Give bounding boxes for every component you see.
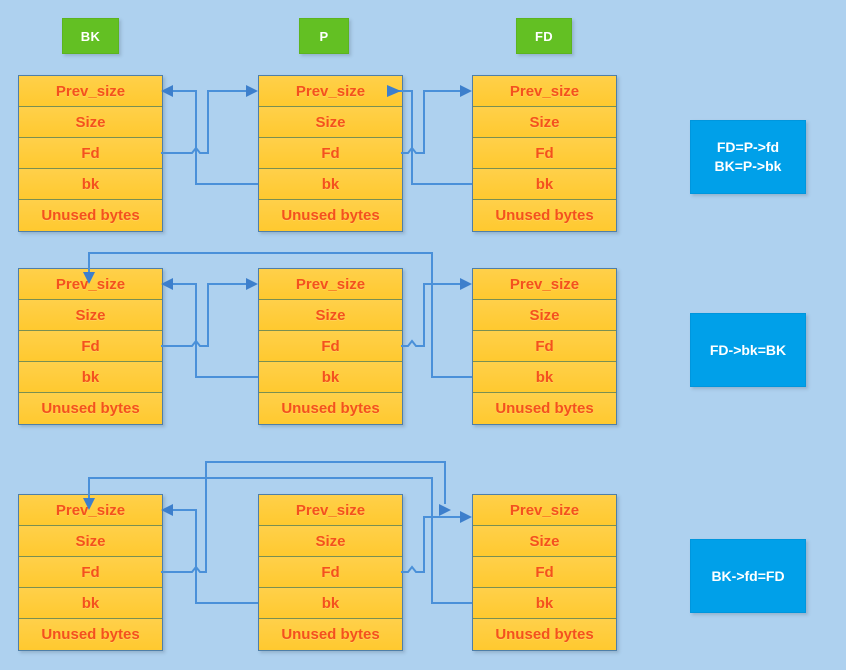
chunk-field-fd: Fd — [259, 138, 402, 169]
chunk-field-fd: Fd — [473, 138, 616, 169]
chunk-field-unused-bytes: Unused bytes — [473, 619, 616, 650]
chunk-field-prev-size: Prev_size — [259, 76, 402, 107]
note-row2-line1: FD->bk=BK — [709, 341, 787, 358]
row3-fd-chunk: Prev_size Size Fd bk Unused bytes — [472, 494, 617, 651]
chunk-field-prev-size: Prev_size — [473, 495, 616, 526]
chunk-field-unused-bytes: Unused bytes — [473, 200, 616, 231]
chunk-field-bk: bk — [473, 588, 616, 619]
row3-arrow-p-bk-to-bk — [161, 504, 258, 604]
row2-arrow-p-fd-to-fd — [401, 278, 472, 347]
chunk-field-size: Size — [19, 300, 162, 331]
chunk-field-size: Size — [259, 526, 402, 557]
chunk-field-prev-size: Prev_size — [19, 495, 162, 526]
row1-fd-chunk: Prev_size Size Fd bk Unused bytes — [472, 75, 617, 232]
row2-fd-chunk: Prev_size Size Fd bk Unused bytes — [472, 268, 617, 425]
chunk-field-unused-bytes: Unused bytes — [19, 393, 162, 424]
note-row3-line1: BK->fd=FD — [711, 567, 785, 584]
chunk-field-bk: bk — [259, 588, 402, 619]
chunk-field-unused-bytes: Unused bytes — [259, 200, 402, 231]
chunk-field-size: Size — [19, 107, 162, 138]
chunk-field-unused-bytes: Unused bytes — [19, 619, 162, 650]
row1-arrow-p-fd-to-fd — [401, 85, 472, 154]
chunk-field-fd: Fd — [19, 138, 162, 169]
chunk-field-bk: bk — [259, 362, 402, 393]
note-row3: BK->fd=FD — [690, 539, 806, 613]
chunk-field-fd: Fd — [19, 331, 162, 362]
note-row1-line1: FD=P->fd — [716, 139, 780, 156]
chunk-field-fd: Fd — [473, 331, 616, 362]
row1-arrow-p-bk-to-bk — [161, 85, 258, 185]
row2-arrow-p-bk-to-bk — [161, 278, 258, 378]
chunk-field-bk: bk — [19, 362, 162, 393]
chunk-field-fd: Fd — [473, 557, 616, 588]
chunk-field-size: Size — [259, 107, 402, 138]
chunk-field-unused-bytes: Unused bytes — [473, 393, 616, 424]
row1-bk-chunk: Prev_size Size Fd bk Unused bytes — [18, 75, 163, 232]
chunk-field-unused-bytes: Unused bytes — [19, 200, 162, 231]
chunk-field-unused-bytes: Unused bytes — [259, 619, 402, 650]
row1-arrow-bk-fd-to-p — [161, 85, 258, 154]
chunk-field-fd: Fd — [19, 557, 162, 588]
chunk-field-bk: bk — [19, 588, 162, 619]
row3-bk-chunk: Prev_size Size Fd bk Unused bytes — [18, 494, 163, 651]
note-row2: FD->bk=BK — [690, 313, 806, 387]
pointer-label-p-text: P — [319, 28, 329, 44]
chunk-field-size: Size — [19, 526, 162, 557]
row3-arrow-p-fd-to-fd — [401, 511, 472, 573]
row2-p-chunk: Prev_size Size Fd bk Unused bytes — [258, 268, 403, 425]
pointer-label-bk-text: BK — [80, 28, 101, 44]
row2-bk-chunk: Prev_size Size Fd bk Unused bytes — [18, 268, 163, 425]
chunk-field-bk: bk — [473, 362, 616, 393]
pointer-label-fd-text: FD — [535, 28, 553, 44]
pointer-label-fd: FD — [516, 18, 572, 54]
chunk-field-unused-bytes: Unused bytes — [259, 393, 402, 424]
chunk-field-fd: Fd — [259, 331, 402, 362]
chunk-field-prev-size: Prev_size — [259, 495, 402, 526]
chunk-field-bk: bk — [473, 169, 616, 200]
chunk-field-bk: bk — [259, 169, 402, 200]
chunk-field-size: Size — [473, 526, 616, 557]
pointer-label-p: P — [299, 18, 349, 54]
row1-p-chunk: Prev_size Size Fd bk Unused bytes — [258, 75, 403, 232]
chunk-field-size: Size — [473, 300, 616, 331]
chunk-field-prev-size: Prev_size — [259, 269, 402, 300]
chunk-field-fd: Fd — [259, 557, 402, 588]
row3-p-chunk: Prev_size Size Fd bk Unused bytes — [258, 494, 403, 651]
chunk-field-size: Size — [259, 300, 402, 331]
note-row1-line2: BK=P->bk — [714, 158, 782, 174]
chunk-field-prev-size: Prev_size — [473, 76, 616, 107]
chunk-field-prev-size: Prev_size — [473, 269, 616, 300]
row2-arrow-bk-fd-to-p — [161, 278, 258, 347]
chunk-field-size: Size — [473, 107, 616, 138]
pointer-label-bk: BK — [62, 18, 119, 54]
chunk-field-bk: bk — [19, 169, 162, 200]
chunk-field-prev-size: Prev_size — [19, 76, 162, 107]
chunk-field-prev-size: Prev_size — [19, 269, 162, 300]
note-row1: FD=P->fd BK=P->bk — [690, 120, 806, 194]
